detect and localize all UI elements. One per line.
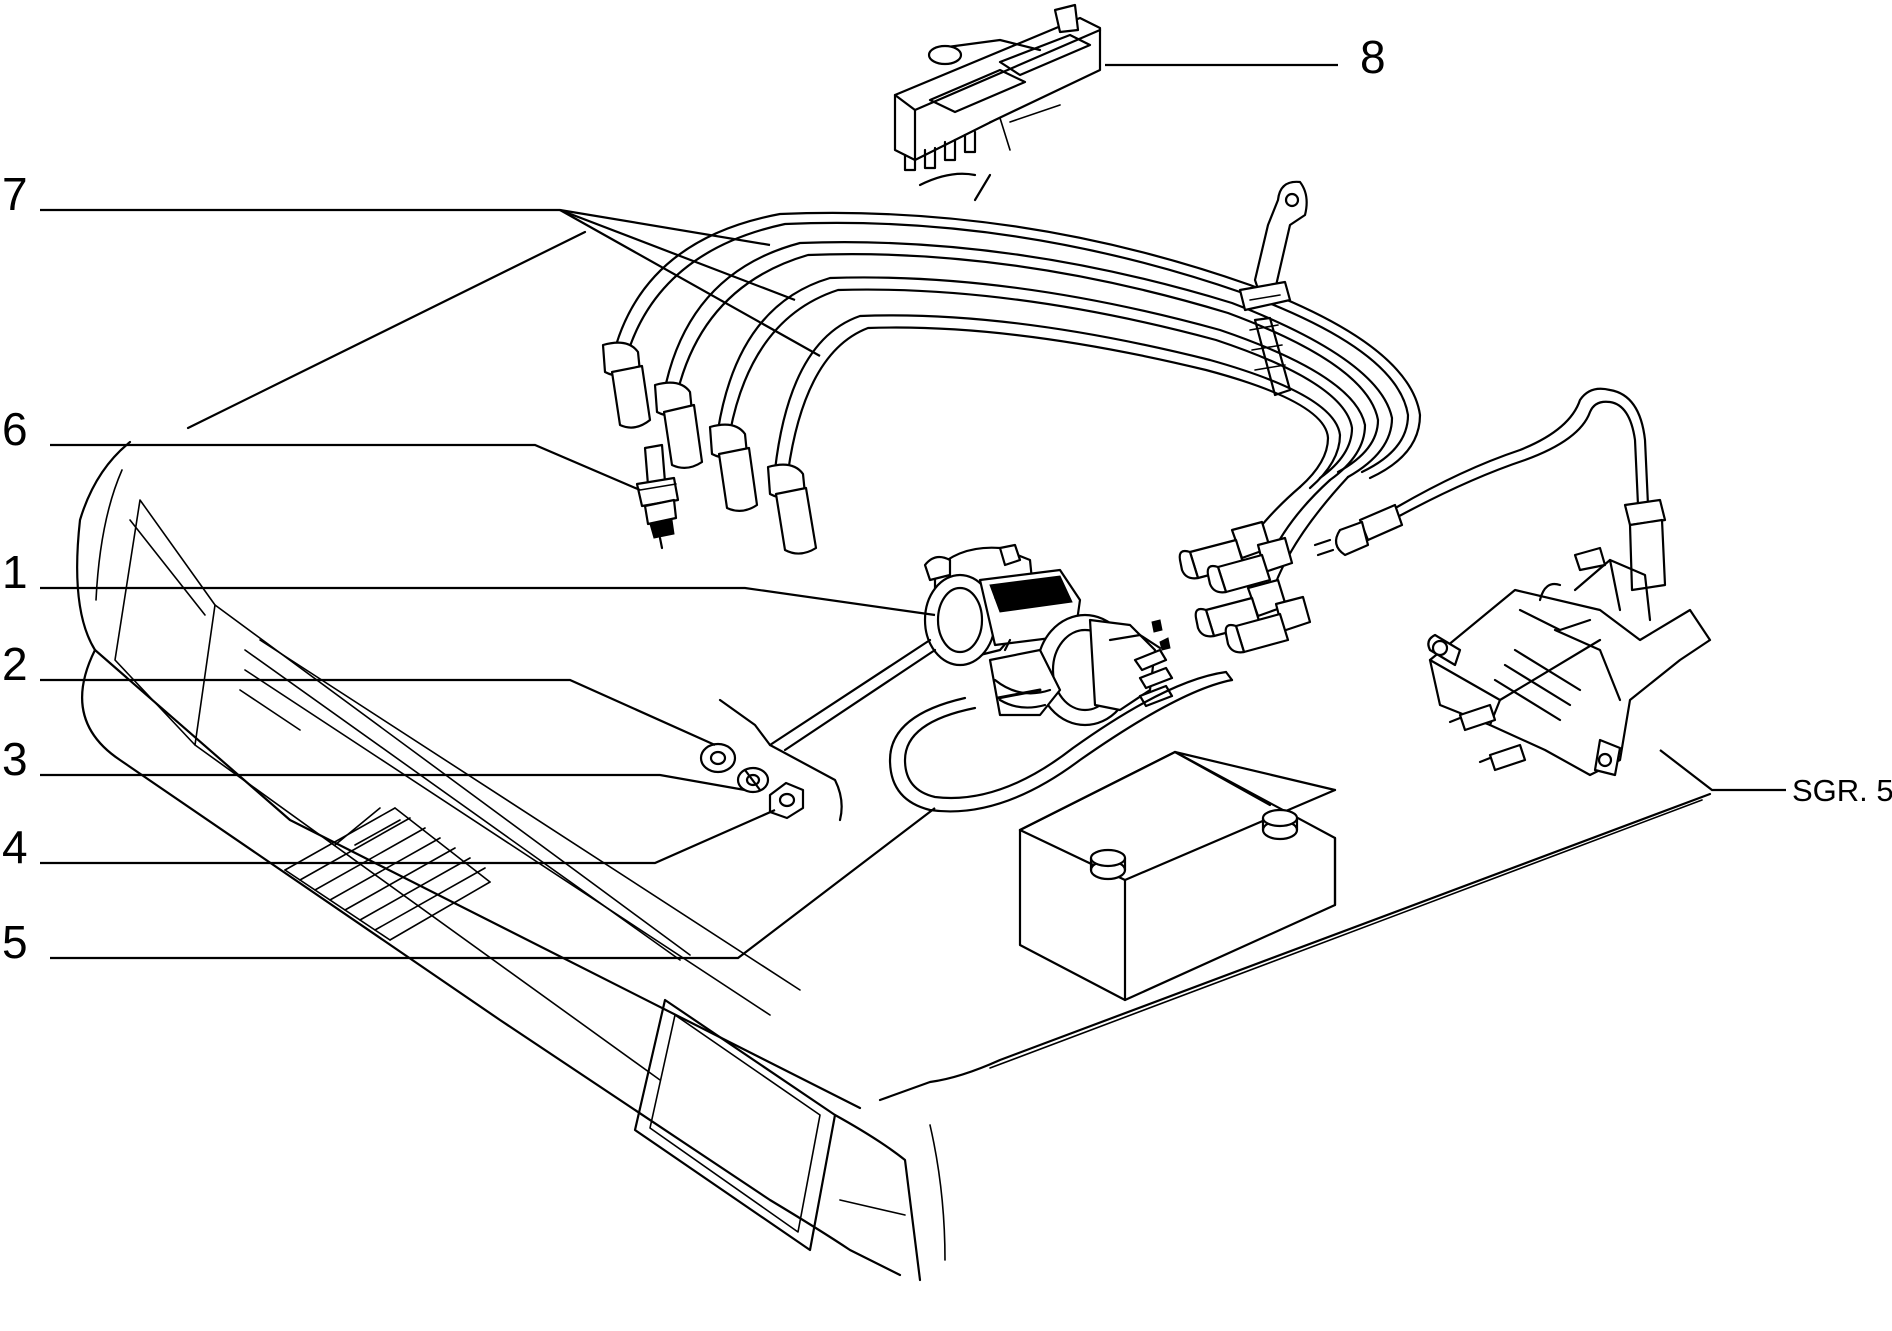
spark-plug-boot-2 <box>653 381 704 469</box>
control-unit-sgr-55102 <box>1427 546 1712 777</box>
harness-bracket <box>1238 180 1308 397</box>
callout-8: 8 <box>1360 31 1386 83</box>
distributor-wire-ends <box>1178 520 1312 654</box>
car-body-outline <box>76 230 1712 1282</box>
callout-2: 2 <box>2 638 28 690</box>
callout-3: 3 <box>2 733 28 785</box>
reference-code: SGR. 55102 <box>1792 773 1892 808</box>
battery <box>1018 750 1337 1002</box>
callout-leaders <box>40 63 1786 960</box>
distributor-part-1 <box>923 543 1174 727</box>
spark-plug-boot-1 <box>601 341 652 429</box>
callout-5: 5 <box>2 916 28 968</box>
hatched-grille-vent <box>284 807 491 941</box>
vacuum-hose-part-5 <box>888 670 1234 813</box>
callout-6: 6 <box>2 403 28 455</box>
ignition-module-part-8 <box>893 3 1102 202</box>
headlight <box>633 998 837 1252</box>
callout-7: 7 <box>2 168 28 220</box>
washer-part-2 <box>699 742 737 774</box>
spark-plug-part-6 <box>635 443 680 550</box>
spark-plug-boot-3 <box>708 423 759 512</box>
callout-1: 1 <box>2 546 28 598</box>
lock-washer-part-3 <box>736 766 770 794</box>
callout-labels: 8 7 6 1 2 3 4 5 SGR. 55102 <box>2 31 1892 968</box>
ignition-wire-bundle-part-7 <box>610 211 1422 602</box>
callout-4: 4 <box>2 821 28 873</box>
nut-part-4 <box>768 781 805 820</box>
spark-plug-boot-4 <box>766 463 818 555</box>
mounting-plate <box>718 638 937 822</box>
sensor-lead <box>1313 387 1667 592</box>
